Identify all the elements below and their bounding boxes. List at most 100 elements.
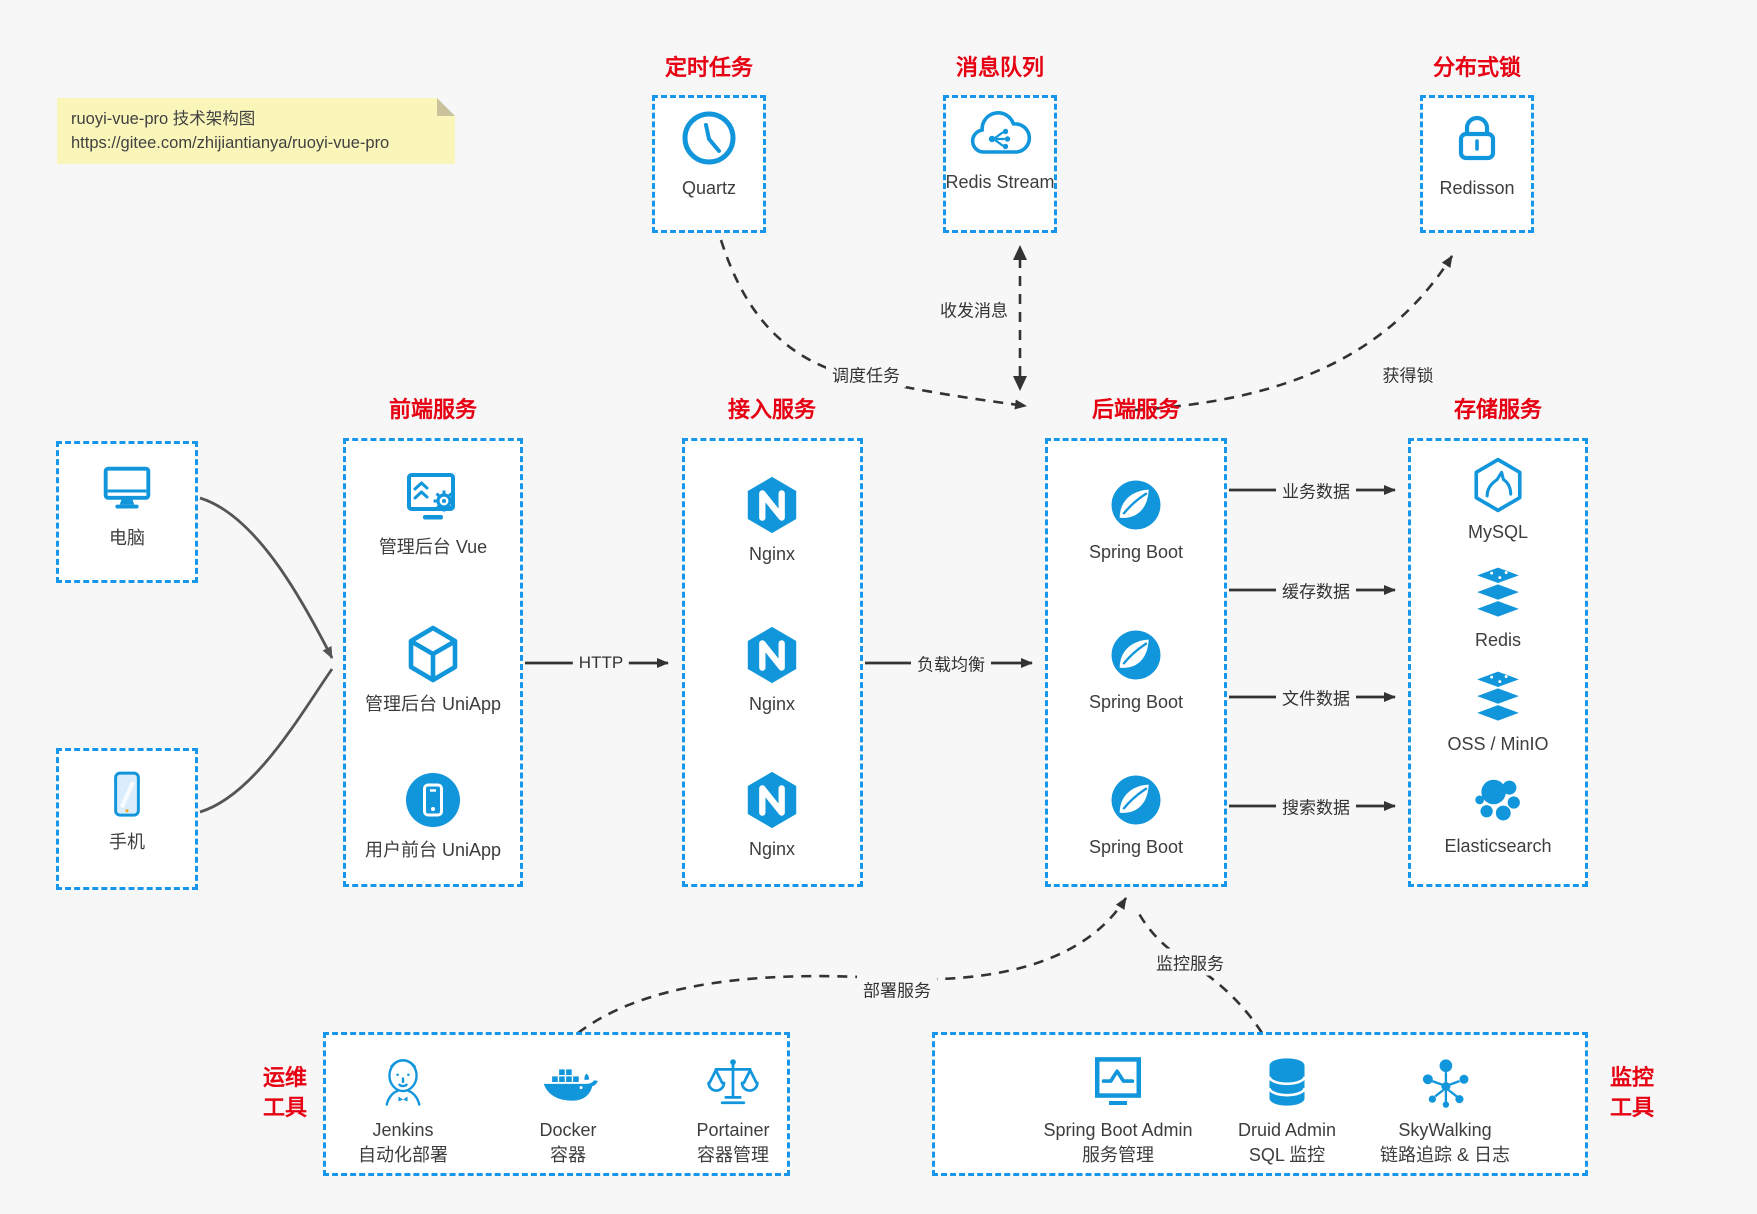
- redisson-label: Redisson: [1439, 178, 1515, 198]
- send-receive-label: 收发消息: [934, 295, 1014, 323]
- computer-box: [56, 441, 198, 583]
- redis-label: Redis: [1474, 630, 1522, 650]
- jenkins-label: Jenkins 自动化部署: [358, 1120, 448, 1165]
- redis-item: Redis: [1398, 564, 1598, 652]
- admin-vue-label: 管理后台 Vue: [378, 537, 488, 557]
- druid-db-icon: [1268, 1058, 1306, 1106]
- note-title: ruoyi-vue-pro 技术架构图: [71, 110, 256, 128]
- redis-stream-box: [943, 95, 1057, 233]
- computer-item: 电脑: [27, 462, 227, 550]
- spring-boot-item-2: Spring Boot: [1036, 626, 1236, 714]
- portainer-icon: [707, 1059, 759, 1105]
- file-data-label: 文件数据: [1276, 683, 1356, 711]
- scheduled-task-title: 定时任务: [664, 55, 754, 80]
- phone-label: 手机: [109, 832, 145, 852]
- portainer-label: Portainer 容器管理: [696, 1120, 770, 1165]
- note-fold-corner: [437, 98, 455, 116]
- user-app-icon: [406, 773, 460, 827]
- monitor-service-label: 监控服务: [1150, 948, 1230, 976]
- phone-box: [56, 748, 198, 890]
- druid-item: Druid Admin SQL 监控: [1187, 1054, 1387, 1168]
- monitor-tools-title: 监控 工具: [1609, 1065, 1654, 1120]
- monitor-tools-box: [932, 1032, 1588, 1176]
- nginx-item-2: Nginx: [672, 624, 872, 716]
- business-data-label: 业务数据: [1276, 476, 1356, 504]
- cache-data-label: 缓存数据: [1276, 576, 1356, 604]
- nginx-label-2: Nginx: [748, 694, 796, 714]
- mysql-label: MySQL: [1467, 522, 1528, 542]
- spring-icon: [1111, 480, 1161, 530]
- schedule-task-label: 调度任务: [826, 360, 906, 388]
- distributed-lock-title: 分布式锁: [1432, 55, 1522, 80]
- acquire-lock-label: 获得锁: [1376, 360, 1440, 388]
- jenkins-icon: [385, 1059, 421, 1106]
- admin-uniapp-label: 管理后台 UniApp: [364, 694, 502, 714]
- redis-stream-label: Redis Stream: [945, 172, 1055, 192]
- lock-icon: [1458, 115, 1496, 161]
- message-arrowhead-down: [1013, 376, 1027, 391]
- phone-to-frontend-curve: [199, 668, 334, 814]
- spring-boot-label-1: Spring Boot: [1088, 542, 1184, 562]
- nginx-icon: [747, 771, 797, 829]
- sba-item: Spring Boot Admin 服务管理: [1018, 1054, 1218, 1168]
- elasticsearch-icon: [1475, 779, 1520, 821]
- acquire-lock-arrow: [1134, 255, 1454, 412]
- storage-title: 存储服务: [1453, 397, 1543, 422]
- deploy-service-arrow: [577, 897, 1128, 1035]
- redis-stream-item: Redis Stream: [900, 108, 1100, 194]
- nginx-item-1: Nginx: [672, 474, 872, 566]
- portainer-item: Portainer 容器管理: [633, 1054, 833, 1168]
- skywalking-icon: [1422, 1059, 1469, 1108]
- backend-title: 后端服务: [1091, 397, 1181, 422]
- clock-icon: [682, 111, 736, 165]
- mysql-item: MySQL: [1398, 456, 1598, 544]
- user-uniapp-label: 用户前台 UniApp: [364, 840, 502, 860]
- storage-stack-icon: [1477, 671, 1519, 721]
- nginx-icon: [747, 476, 797, 534]
- oss-minio-item: OSS / MinIO: [1398, 668, 1598, 756]
- storage-box: [1408, 438, 1588, 887]
- frontend-title: 前端服务: [388, 397, 478, 422]
- spring-boot-item-1: Spring Boot: [1036, 476, 1236, 564]
- elasticsearch-item: Elasticsearch: [1398, 770, 1598, 858]
- spring-boot-label-3: Spring Boot: [1088, 837, 1184, 857]
- cloud-mq-icon: [970, 111, 1032, 154]
- docker-icon: [543, 1069, 598, 1101]
- spring-boot-label-2: Spring Boot: [1088, 692, 1184, 712]
- quartz-item: Quartz: [609, 106, 809, 200]
- nginx-item-3: Nginx: [672, 769, 872, 861]
- admin-vue-icon: [407, 473, 455, 520]
- jenkins-item: Jenkins 自动化部署: [303, 1054, 503, 1168]
- sba-monitor-icon: [1094, 1057, 1142, 1106]
- gateway-title: 接入服务: [727, 397, 817, 422]
- search-data-label: 搜索数据: [1276, 792, 1356, 820]
- docker-label: Docker 容器: [539, 1120, 597, 1165]
- nginx-label-3: Nginx: [748, 839, 796, 859]
- sba-label: Spring Boot Admin 服务管理: [1043, 1120, 1193, 1165]
- druid-label: Druid Admin SQL 监控: [1237, 1120, 1337, 1165]
- computer-to-frontend-curve: [199, 496, 334, 659]
- uniapp-cube-icon: [408, 625, 458, 683]
- computer-label: 电脑: [109, 528, 145, 548]
- skywalking-label: SkyWalking 链路追踪 & 日志: [1379, 1120, 1510, 1165]
- user-uniapp-item: 用户前台 UniApp: [333, 768, 533, 862]
- desktop-icon: [103, 466, 151, 509]
- docker-item: Docker 容器: [468, 1054, 668, 1168]
- deploy-service-label: 部署服务: [857, 975, 937, 1003]
- spring-boot-item-3: Spring Boot: [1036, 771, 1236, 859]
- message-queue-title: 消息队列: [955, 55, 1045, 80]
- message-arrowhead-up: [1013, 245, 1027, 260]
- ops-tools-box: [323, 1032, 790, 1176]
- elasticsearch-label: Elasticsearch: [1444, 836, 1552, 856]
- spring-icon: [1111, 775, 1161, 825]
- phone-icon: [114, 771, 140, 817]
- mysql-icon: [1474, 457, 1522, 513]
- phone-item: 手机: [27, 766, 227, 854]
- skywalking-item: SkyWalking 链路追踪 & 日志: [1345, 1054, 1545, 1168]
- http-label: HTTP: [572, 652, 630, 674]
- redis-stack-icon: [1477, 567, 1519, 617]
- nginx-icon: [747, 626, 797, 684]
- admin-vue-item: 管理后台 Vue: [333, 471, 533, 559]
- admin-uniapp-item: 管理后台 UniApp: [333, 622, 533, 716]
